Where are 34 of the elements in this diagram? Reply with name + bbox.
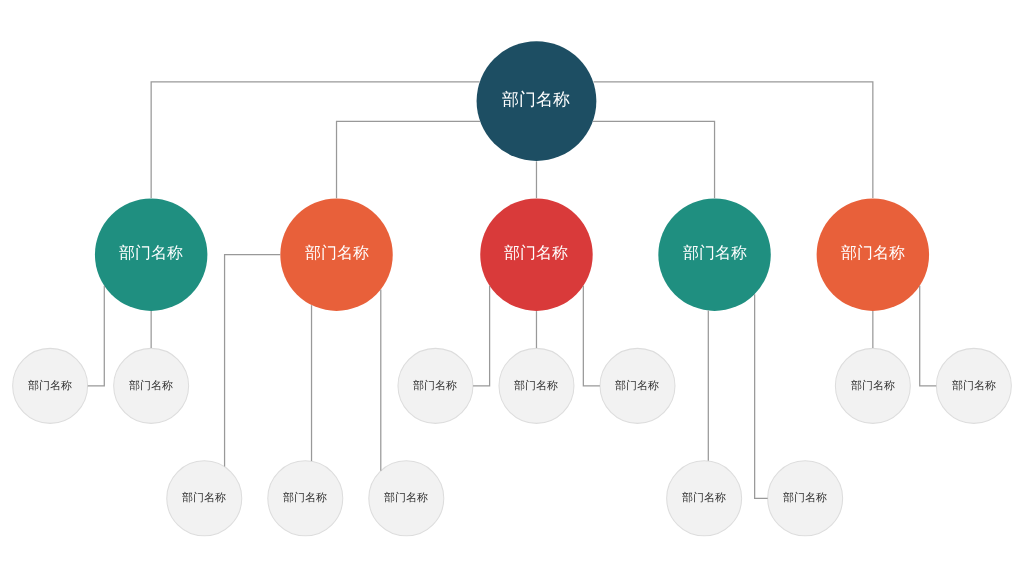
- connector: [872, 309, 874, 349]
- node-circle: 部门名称: [666, 459, 743, 536]
- node-circle: 部门名称: [599, 347, 676, 424]
- node-circle: 部门名称: [834, 347, 911, 424]
- connector: [310, 304, 313, 462]
- connector: [472, 284, 491, 386]
- node-circle: 部门名称: [658, 197, 771, 311]
- connector: [582, 284, 601, 386]
- connector: [592, 80, 874, 199]
- connector: [223, 253, 281, 467]
- connector: [707, 309, 709, 461]
- connector: [535, 160, 538, 199]
- node-circle: 部门名称: [267, 459, 344, 536]
- node-circle: 部门名称: [397, 347, 474, 424]
- node-circle: 部门名称: [280, 197, 393, 311]
- node-circle: 部门名称: [480, 197, 593, 311]
- node-circle: 部门名称: [94, 197, 208, 311]
- connector: [592, 120, 716, 199]
- connector: [919, 284, 937, 386]
- node-circle: 部门名称: [12, 347, 89, 424]
- connector: [150, 80, 481, 199]
- node-circle: 部门名称: [113, 347, 190, 424]
- node-circle: 部门名称: [935, 347, 1012, 424]
- node-circle: 部门名称: [166, 459, 243, 536]
- connector: [150, 309, 152, 349]
- node-circle: 部门名称: [476, 40, 597, 161]
- node-circle: 部门名称: [498, 347, 575, 424]
- node-circle: 部门名称: [767, 459, 844, 536]
- connector: [335, 120, 481, 199]
- node-circle: 部门名称: [816, 197, 930, 311]
- connector: [380, 288, 382, 471]
- node-circle: 部门名称: [368, 459, 445, 536]
- connector: [87, 284, 105, 386]
- connector: [535, 309, 538, 349]
